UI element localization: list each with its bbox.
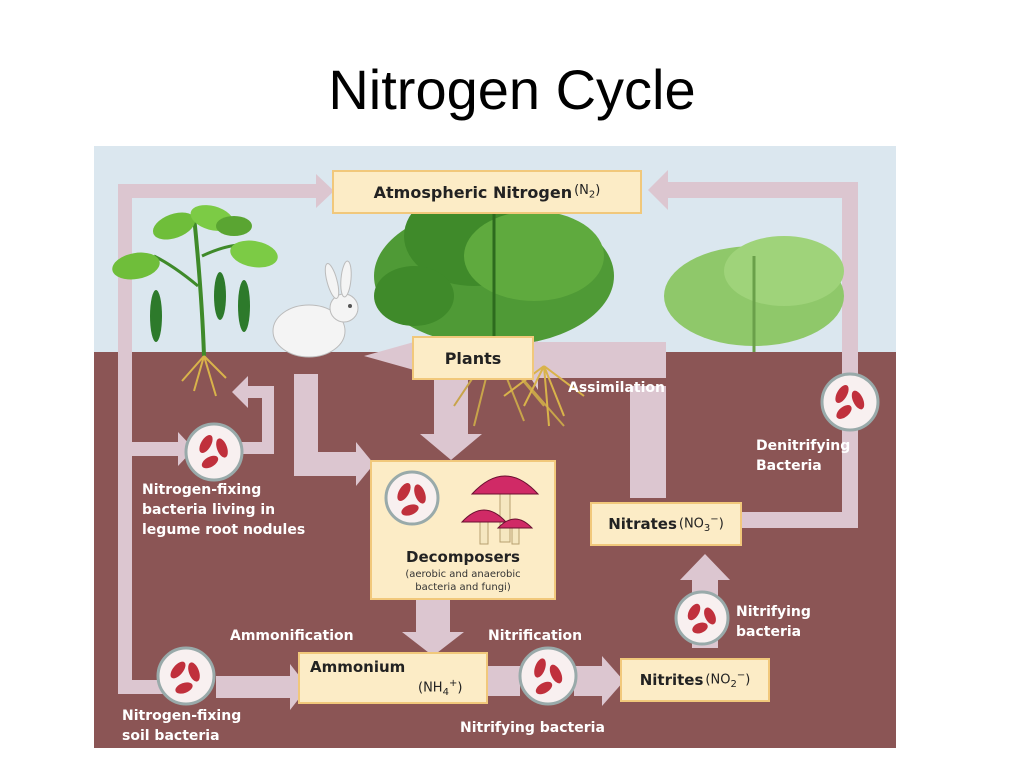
ammonium-formula: (NH4+) (418, 678, 463, 698)
slide-title: Nitrogen Cycle (328, 58, 696, 121)
decomposers-artwork (384, 470, 540, 545)
right-plant (664, 236, 844, 352)
atmospheric-nitrogen-label: Atmospheric Nitrogen (373, 182, 573, 202)
atmospheric-nitrogen-box: Atmospheric Nitrogen (N2) (332, 170, 642, 214)
nitrites-formula: (NO2−) (705, 670, 751, 690)
bacteria-legume (184, 422, 244, 482)
nitrites-label: Nitrites (639, 671, 704, 689)
rabbit (272, 260, 359, 358)
nitrites-box: Nitrites (NO2−) (620, 658, 770, 702)
plants-label: Plants (444, 348, 502, 368)
legume-plant (112, 205, 278, 397)
bacteria-denitrifying (820, 372, 880, 432)
decomposers-box: Decomposers (aerobic and anaerobic bacte… (370, 460, 556, 600)
plants-box: Plants (412, 336, 534, 380)
bacteria-soil (156, 646, 216, 706)
nitrates-box: Nitrates (NO3−) (590, 502, 742, 546)
decomposers-note: (aerobic and anaerobic bacteria and fung… (405, 569, 521, 593)
denitrifying-bacteria-label: Denitrifying Bacteria (756, 438, 851, 474)
assimilation-label: Assimilation (568, 380, 666, 396)
decomposers-label: Decomposers (406, 548, 520, 566)
soil-bacteria-label: Nitrogen-fixing soil bacteria (122, 708, 242, 744)
ammonium-label: Ammonium (310, 658, 406, 676)
central-plant (374, 176, 614, 427)
nitrifying-bacteria-bottom-label: Nitrifying bacteria (460, 720, 605, 736)
nitrogen-cycle-diagram: Atmospheric Nitrogen (N2) Plants Decompo… (94, 146, 896, 748)
bacteria-decomposers (384, 470, 440, 526)
assimilation-roots (503, 365, 585, 427)
atmospheric-nitrogen-formula: (N2) (574, 183, 601, 201)
ammonium-box: Ammonium (NH4+) (298, 652, 488, 704)
nitrification-label: Nitrification (488, 628, 583, 644)
mushrooms (460, 475, 540, 545)
nitrates-formula: (NO3−) (678, 514, 724, 534)
legume-bacteria-label: Nitrogen-fixing bacteria living in legum… (142, 482, 306, 538)
ammonification-label: Ammonification (230, 628, 354, 644)
nitrates-label: Nitrates (608, 515, 677, 533)
nitrifying-bacteria-label: Nitrifying bacteria (736, 604, 811, 640)
bacteria-nitrifying (674, 590, 730, 646)
bacteria-nitrification (518, 646, 578, 706)
